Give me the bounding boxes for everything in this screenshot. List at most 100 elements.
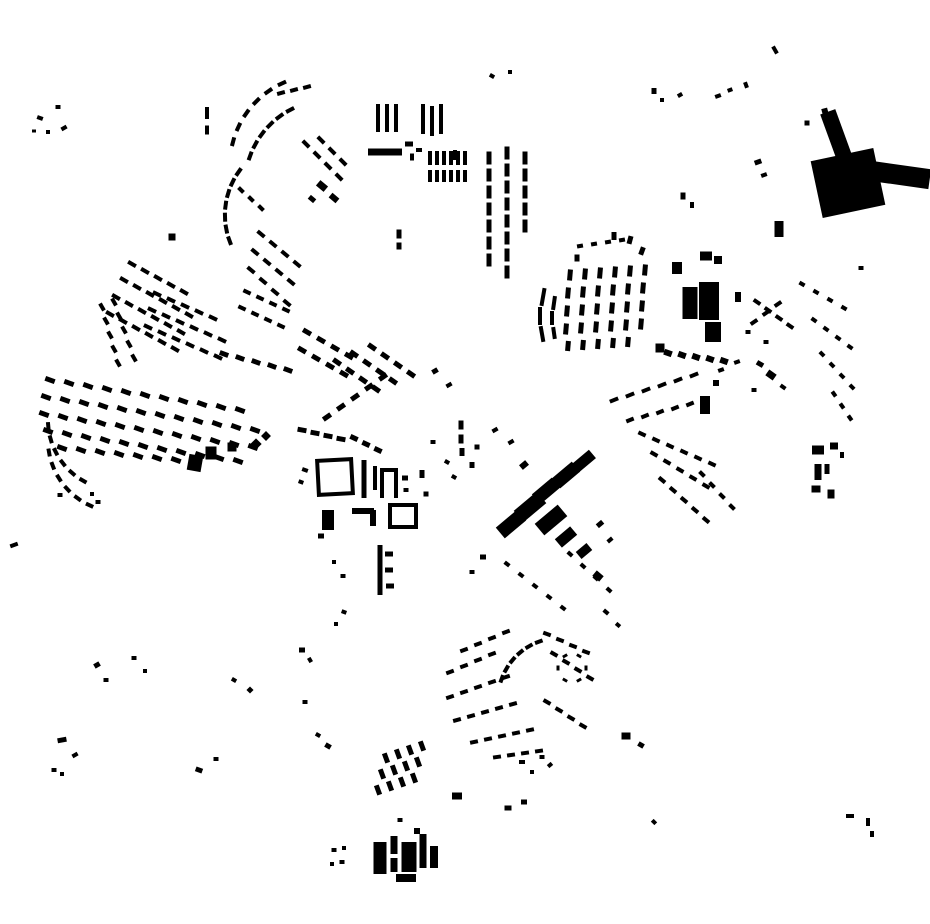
building-footprint (474, 444, 480, 450)
building-footprint (561, 658, 571, 666)
building-footprint (564, 305, 570, 317)
building-footprint (124, 300, 134, 308)
building-footprint (402, 475, 408, 481)
building-footprint (376, 104, 380, 132)
building-footprint (331, 848, 337, 852)
building-footprint (581, 648, 591, 656)
building-footprint (323, 161, 333, 171)
building-footprint (338, 369, 350, 379)
building-footprint (459, 646, 469, 654)
building-footprint (101, 384, 113, 394)
building-footprint (539, 755, 545, 759)
building-footprint (285, 106, 296, 114)
building-footprint (250, 358, 262, 366)
building-footprint (602, 608, 610, 616)
building-footprint (397, 776, 407, 788)
building-footprint (373, 446, 383, 454)
building-footprint (530, 770, 534, 774)
building-footprint (409, 772, 419, 784)
building-footprint (579, 562, 587, 570)
building-footprint (152, 427, 164, 437)
building-footprint (292, 259, 302, 269)
building-footprint (515, 648, 525, 657)
building-footprint (227, 442, 237, 452)
building-footprint (262, 257, 272, 267)
building-footprint (522, 185, 528, 199)
building-footprint (714, 256, 722, 264)
building-footprint (258, 276, 268, 286)
building-footprint (487, 678, 497, 686)
building-footprint (445, 668, 455, 676)
building-footprint (466, 713, 476, 719)
building-footprint (522, 219, 528, 233)
building-footprint (431, 367, 439, 375)
building-footprint (36, 115, 44, 121)
building-footprint (114, 358, 122, 368)
building-footprint (506, 752, 516, 758)
building-footprint (486, 202, 492, 216)
building-footprint (717, 367, 725, 373)
building-footprint (688, 474, 698, 482)
building-footprint (251, 139, 260, 150)
building-footprint (511, 730, 521, 736)
building-footprint (234, 354, 246, 362)
building-footprint (701, 482, 711, 490)
building-footprint (698, 470, 706, 478)
building-footprint (480, 709, 490, 715)
building-footprint (302, 700, 308, 704)
building-footprint (110, 297, 118, 307)
building-footprint (522, 168, 528, 182)
building-footprint (435, 151, 439, 165)
building-footprint (556, 665, 560, 671)
building-footprint (95, 500, 101, 504)
building-footprint (546, 761, 554, 769)
building-footprint (377, 372, 389, 382)
building-footprint (57, 412, 69, 422)
building-footprint (469, 570, 475, 574)
building-footprint (332, 560, 336, 564)
building-footprint (38, 409, 50, 419)
building-footprint (102, 316, 110, 326)
building-footprint (373, 784, 383, 796)
building-footprint (469, 739, 479, 745)
building-footprint (501, 628, 511, 636)
building-footprint (562, 677, 568, 683)
building-footprint (650, 818, 658, 826)
building-footprint (614, 621, 622, 629)
building-footprint (708, 481, 716, 489)
building-footprint (222, 212, 228, 222)
building-footprint (119, 276, 129, 284)
building-footprint (445, 693, 455, 701)
building-footprint (755, 360, 765, 368)
building-footprint (818, 350, 826, 358)
building-footprint (572, 449, 596, 473)
building-footprint (592, 574, 600, 582)
building-footprint (551, 326, 557, 340)
building-footprint (268, 300, 278, 308)
building-footprint (428, 170, 432, 182)
building-footprint (870, 831, 874, 837)
building-footprint (179, 288, 189, 296)
building-footprint (177, 396, 189, 406)
building-footprint (594, 303, 600, 315)
building-footprint (307, 656, 313, 664)
building-footprint (385, 780, 395, 792)
building-footprint (385, 104, 389, 132)
building-footprint (171, 430, 183, 440)
building-footprint (665, 442, 675, 450)
building-footprint (637, 741, 645, 749)
building-footprint (73, 494, 83, 503)
building-footprint (55, 105, 61, 109)
building-footprint (140, 267, 150, 275)
building-footprint (508, 655, 517, 665)
building-footprint (435, 170, 439, 182)
building-footprint (565, 287, 571, 299)
building-footprint (137, 307, 147, 315)
building-footprint (199, 347, 209, 355)
building-footprint (363, 382, 375, 392)
building-footprint (531, 582, 539, 590)
building-footprint (393, 748, 403, 760)
building-footprint (377, 768, 387, 780)
building-footprint (551, 295, 557, 311)
building-footprint (224, 188, 232, 199)
